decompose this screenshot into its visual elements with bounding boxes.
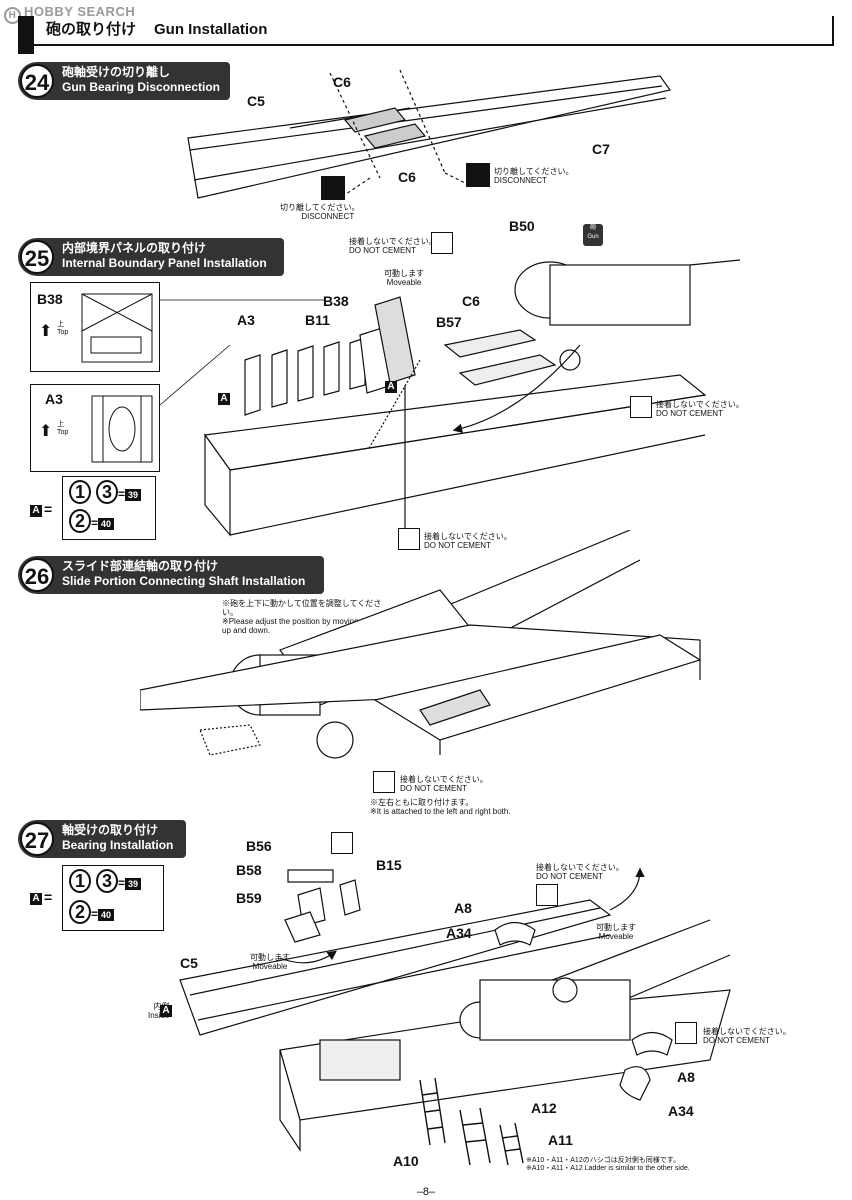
- step-title-jp: 内部境界パネルの取り付け: [62, 241, 207, 255]
- label-a3: A3: [45, 391, 63, 407]
- label-c5-step27: C5: [180, 955, 198, 971]
- step-title-jp: 砲軸受けの切り離し: [62, 65, 171, 79]
- header-rule-end: [832, 16, 834, 46]
- step-25-illustration: [160, 259, 740, 537]
- label-c6-top: C6: [333, 74, 351, 90]
- legend-a-marker: A: [30, 893, 42, 905]
- step-26-illustration: [140, 530, 702, 759]
- do-not-cement-icon: [398, 528, 420, 550]
- do-not-cement-icon: [675, 1022, 697, 1044]
- note-adjust: ※砲を上下に動かして位置を調整してください。※Please adjust the…: [222, 599, 388, 635]
- note-no-cement: 接着しないでください。DO NOT CEMENT: [656, 400, 744, 418]
- do-not-cement-icon: [536, 884, 558, 906]
- hobbysearch-logo-icon: H: [4, 7, 21, 24]
- step-27-illustration: [179, 867, 731, 1166]
- label-c6-step25: C6: [462, 293, 480, 309]
- marker-a: A: [160, 1005, 172, 1017]
- label-b15: B15: [376, 857, 402, 873]
- label-a3-main: A3: [237, 312, 255, 328]
- label-b38: B38: [37, 291, 63, 307]
- header-rule: [34, 44, 834, 46]
- do-not-cement-icon: [630, 396, 652, 418]
- b38-part-drawing: [81, 293, 153, 363]
- header-bar: [18, 16, 34, 54]
- legend-a-marker: A: [30, 505, 42, 517]
- step-number: 25: [20, 240, 54, 274]
- note-both-sides: ※左右ともに取り付けます。※It is attached to the left…: [370, 798, 511, 816]
- label-b57: B57: [436, 314, 462, 330]
- step-title-en: Bearing Installation: [62, 838, 174, 852]
- label-c7: C7: [592, 141, 610, 157]
- do-not-cement-icon: [373, 771, 395, 793]
- note-ladder: ※A10・A11・A12のハシゴは反対側も同様です。※A10・A11・A12 L…: [526, 1157, 690, 1172]
- note-no-cement: 接着しないでください。DO NOT CEMENT: [536, 863, 624, 881]
- step-24-illustration: [187, 69, 672, 199]
- note-no-cement: 接着しないでください。DO NOT CEMENT: [703, 1027, 791, 1045]
- label-a11: A11: [548, 1132, 573, 1148]
- step-title-en: Internal Boundary Panel Installation: [62, 256, 267, 270]
- label-c5: C5: [247, 93, 265, 109]
- marker-a: A: [385, 381, 397, 393]
- label-a8-top: A8: [454, 900, 472, 916]
- label-a8-bottom: A8: [677, 1069, 695, 1085]
- marker-a: A: [218, 393, 230, 405]
- page-number: –8–: [416, 1186, 436, 1198]
- label-b50: B50: [509, 218, 535, 234]
- step-title-jp: スライド部連結軸の取り付け: [62, 559, 219, 573]
- a3-part-drawing: [91, 395, 153, 463]
- disconnect-icon: [466, 163, 490, 187]
- label-a34-top: A34: [446, 925, 472, 941]
- note-no-cement: 接着しないでください。DO NOT CEMENT: [349, 237, 437, 255]
- label-a10: A10: [393, 1153, 419, 1169]
- arrow-up-icon: ⬆: [39, 423, 53, 440]
- step-title-en: Slide Portion Connecting Shaft Installat…: [62, 574, 306, 588]
- step-number: 27: [20, 822, 54, 856]
- label-b58: B58: [236, 862, 262, 878]
- label-a12: A12: [531, 1100, 557, 1116]
- do-not-cement-icon: [331, 832, 353, 854]
- label-c6-bottom: C6: [398, 169, 416, 185]
- note-no-cement: 接着しないでください。DO NOT CEMENT: [424, 532, 512, 550]
- note-disconnect-right: 切り離してください。DISCONNECT: [494, 167, 574, 185]
- step-number: 24: [20, 64, 54, 98]
- label-b56: B56: [246, 838, 272, 854]
- step-title-jp: 軸受けの取り付け: [62, 823, 159, 837]
- label-b38-main: B38: [323, 293, 349, 309]
- note-no-cement: 接着しないでください。DO NOT CEMENT: [400, 775, 488, 793]
- label-a34-bottom: A34: [668, 1103, 694, 1119]
- arrow-up-icon: ⬆: [39, 323, 53, 340]
- step-number: 26: [20, 558, 54, 592]
- legend-a-box: 1 3=39 2=40: [62, 476, 156, 540]
- step-title-en: Gun Bearing Disconnection: [62, 80, 221, 94]
- do-not-cement-icon: [431, 232, 453, 254]
- disconnect-icon: [321, 176, 345, 200]
- label-b11: B11: [305, 312, 330, 328]
- label-b59: B59: [236, 890, 262, 906]
- legend-a-box: 1 3=39 2=40: [62, 865, 164, 931]
- note-disconnect-left: 切り離してください。DISCONNECT: [280, 203, 360, 221]
